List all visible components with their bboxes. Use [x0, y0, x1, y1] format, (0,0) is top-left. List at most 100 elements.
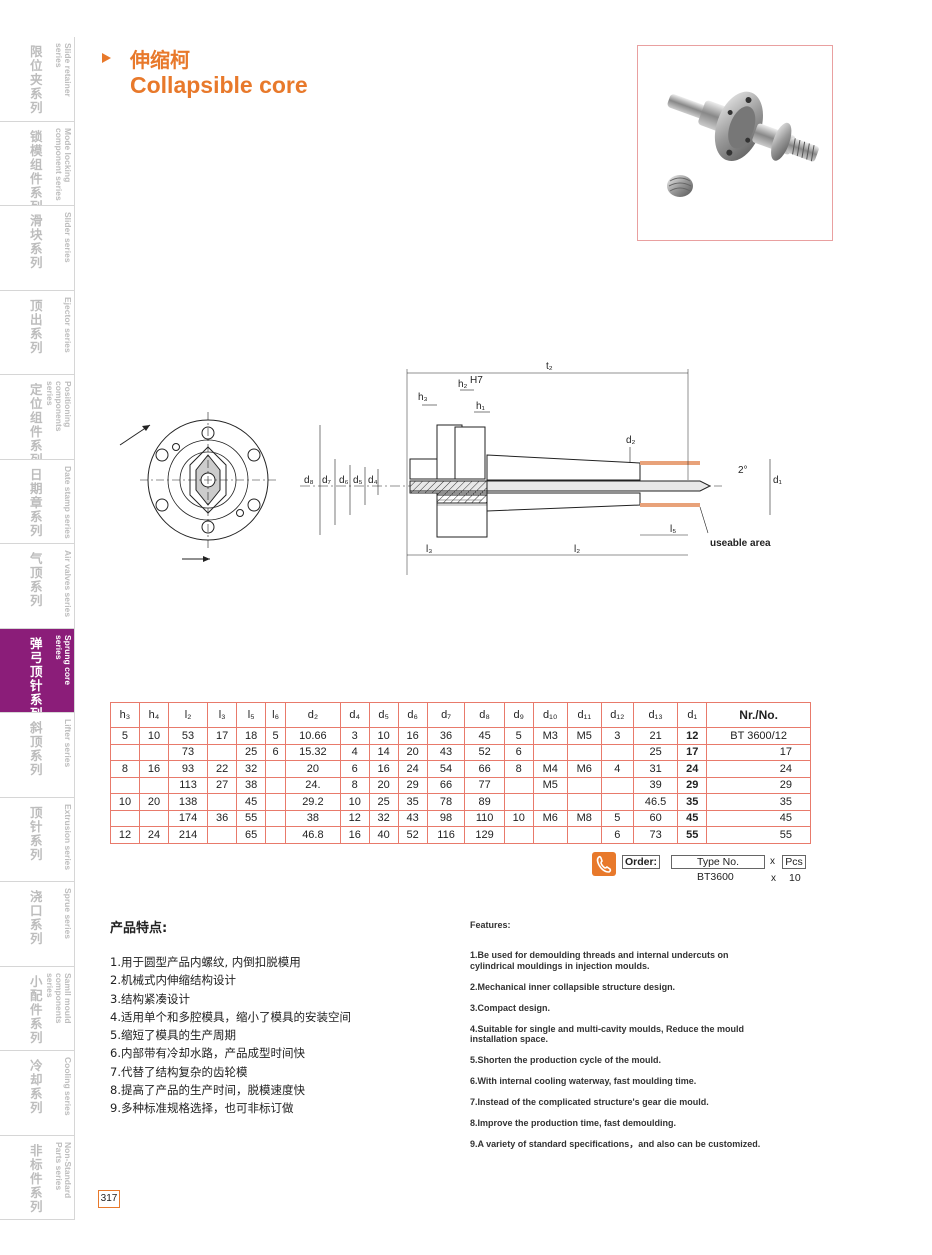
table-header-cell: d₇: [426, 702, 466, 728]
table-cell: [138, 743, 169, 761]
feature-en-item: 7.Instead of the complicated structure's…: [470, 1097, 709, 1107]
table-cell: 66: [464, 760, 505, 778]
table-cell: 24: [138, 826, 169, 844]
table-cell: [265, 793, 287, 811]
table-cell: M4: [532, 760, 568, 778]
table-cell: 35: [706, 793, 811, 811]
sidebar-tab-en: Non-Standard Parts series: [54, 1141, 73, 1198]
feature-en-item: 8.Improve the production time, fast demo…: [470, 1118, 677, 1128]
sidebar-tab-cn: 小配件系列: [30, 973, 43, 1045]
sidebar-tab-cn: 气顶系列: [30, 551, 43, 608]
table-cell: 16: [138, 760, 169, 778]
table-cell: 21: [632, 727, 679, 745]
table-cell: 53: [167, 727, 209, 745]
table-cell: 43: [397, 809, 428, 827]
table-cell: 25: [632, 743, 679, 761]
sidebar-tab[interactable]: 限位夹系列 Slide retainer series: [0, 37, 75, 122]
sidebar-tab-en: Slide retainer series: [54, 43, 73, 97]
table-cell: 14: [368, 743, 399, 761]
title-arrow-icon: [102, 53, 111, 63]
table-cell: [110, 776, 140, 794]
sidebar-tab-cn: 顶出系列: [30, 297, 43, 355]
side-view: t₂ h₂ H7 h₃ h₁ d₂ d₈ d₇ d₆ d₅ d₄ d₁ 2° l…: [300, 361, 783, 575]
table-header-cell: Nr./No.: [706, 702, 811, 728]
label-angle: 2°: [738, 465, 748, 476]
table-cell: 45: [677, 809, 708, 827]
table-cell: 8: [110, 760, 140, 778]
table-cell: 46.8: [285, 826, 341, 844]
table-cell: 4: [339, 743, 370, 761]
table-cell: [265, 809, 287, 827]
table-cell: M3: [532, 727, 568, 745]
features-en-list: 1.Be used for demoulding threads and int…: [470, 950, 770, 1160]
feature-cn-item: 3.结构紧凑设计: [110, 991, 190, 1006]
feature-cn-item: 5.缩短了模具的生产周期: [110, 1028, 236, 1043]
label-d6: d₆: [339, 475, 349, 486]
table-cell: 55: [706, 826, 811, 844]
table-cell: 22: [207, 760, 238, 778]
table-cell: 25: [368, 793, 399, 811]
table-cell: 32: [368, 809, 399, 827]
sidebar-tab-cn: 限位夹系列: [30, 44, 43, 115]
sidebar-tab-en: Positioning components series: [45, 381, 73, 432]
label-l5: l₅: [670, 524, 676, 535]
sidebar-tab-en: Mode locking component series: [54, 127, 73, 201]
table-cell: [265, 826, 287, 844]
table-cell: 54: [426, 760, 466, 778]
sidebar-tab-en: Ejector series: [63, 296, 73, 353]
feature-en-item: 9.A variety of standard specifications，a…: [470, 1139, 761, 1149]
table-cell: 174: [167, 809, 209, 827]
feature-en-item: 6.With internal cooling waterway, fast m…: [470, 1076, 697, 1086]
table-cell: 24: [706, 760, 811, 778]
feature-en-item: 4.Suitable for single and multi-cavity m…: [470, 1023, 745, 1045]
table-cell: 40: [368, 826, 399, 844]
features-en-title: Features:: [470, 920, 511, 930]
table-cell: BT 3600/12: [706, 727, 811, 745]
order-type-header: Type No.: [671, 855, 765, 869]
table-cell: 78: [426, 793, 466, 811]
table-cell: [138, 809, 169, 827]
label-l2: l₂: [574, 544, 580, 555]
phone-order-icon: [592, 852, 616, 876]
feature-cn-item: 1.用于圆型产品内螺纹, 内倒扣脱模用: [110, 955, 301, 969]
sidebar-tab-cn: 日期章系列: [30, 466, 43, 538]
page-number: 317: [98, 1190, 120, 1208]
table-cell: [110, 809, 140, 827]
table-cell: M5: [532, 776, 568, 794]
table-cell: 25: [236, 743, 267, 761]
table-cell: 5: [265, 727, 287, 745]
table-cell: 46.5: [632, 793, 679, 811]
table-cell: 29: [397, 776, 428, 794]
table-header-cell: d₉: [503, 702, 534, 728]
feature-en-item: 3.Compact design.: [470, 1002, 551, 1013]
table-cell: 8: [339, 776, 370, 794]
table-cell: [566, 776, 602, 794]
table-cell: 12: [677, 727, 708, 745]
table-cell: [503, 776, 534, 794]
table-cell: [566, 793, 602, 811]
table-header-cell: d₁: [677, 702, 708, 728]
sidebar-tab-en: Cooling series: [63, 1057, 73, 1116]
table-cell: 15.32: [285, 743, 341, 761]
table-cell: 10: [138, 727, 169, 745]
table-cell: 35: [397, 793, 428, 811]
sidebar-tab[interactable]: 顶出系列 Ejector series: [0, 290, 75, 375]
